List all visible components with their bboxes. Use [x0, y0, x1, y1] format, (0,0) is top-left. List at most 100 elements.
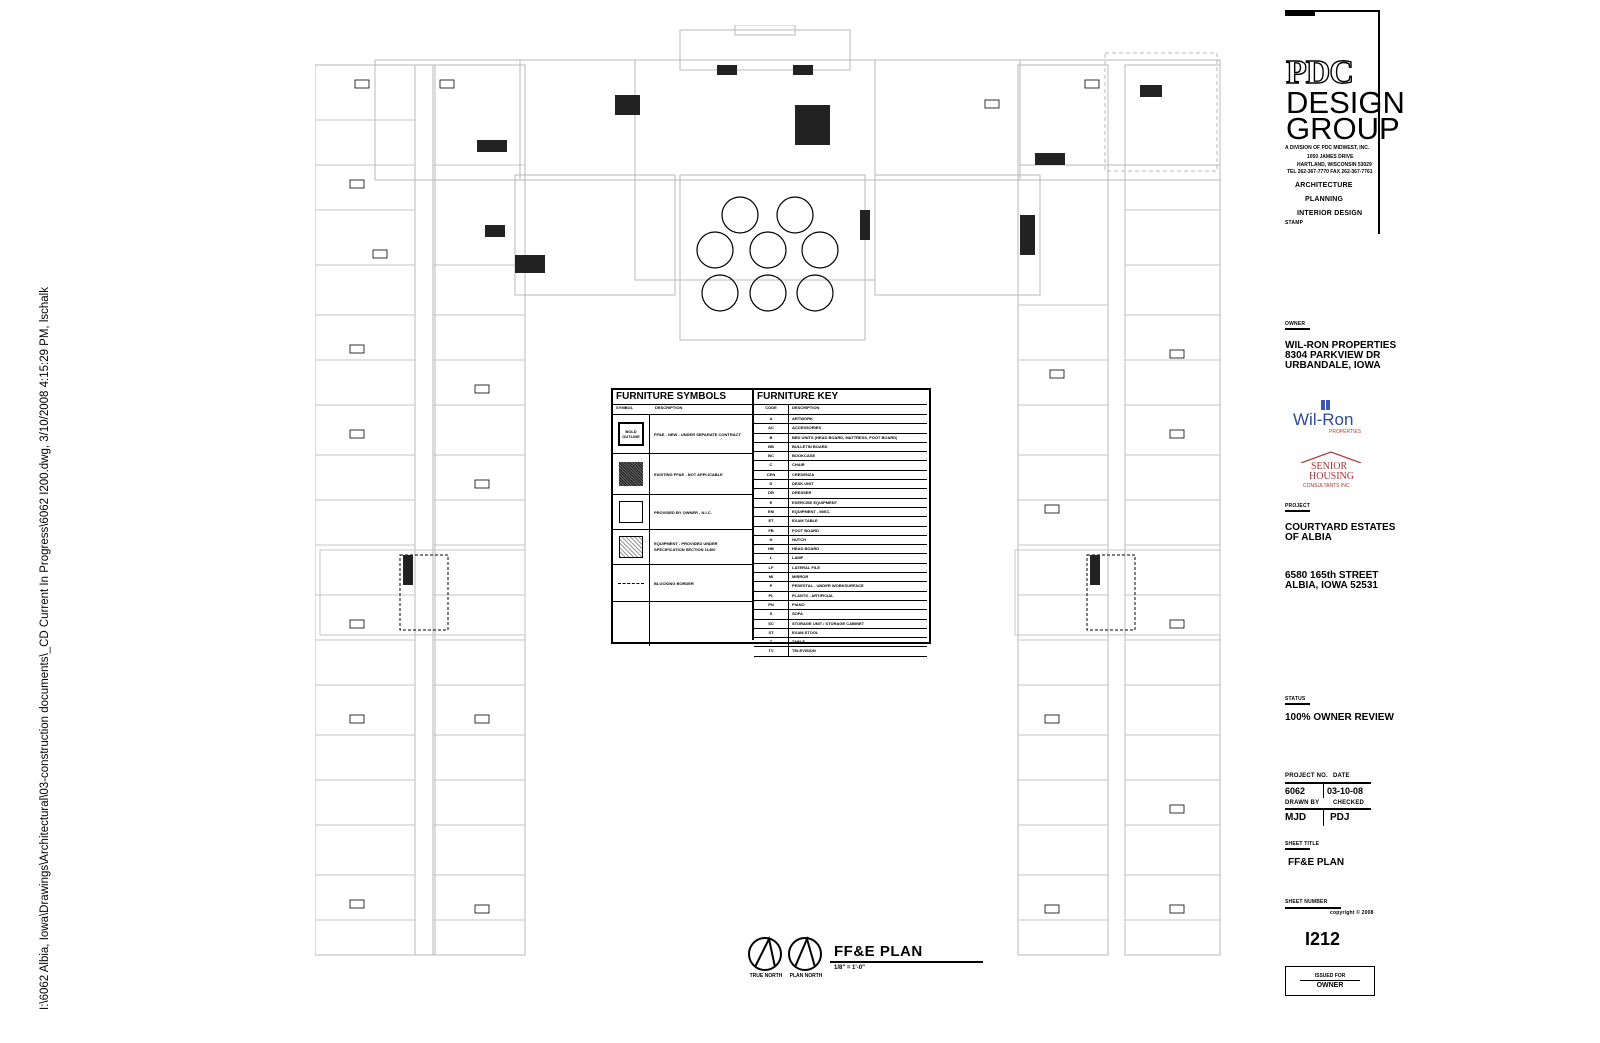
equipment-symbol: [619, 536, 643, 558]
legend-key-desc: EXAM STOOL: [792, 629, 819, 635]
senior-housing-logo: SENIOR HOUSING CONSULTANTS INC.: [1297, 450, 1365, 495]
plan-scale: 1/8" = 1'-0": [834, 965, 865, 971]
legend-symbol-desc: FF&E - NEW - UNDER SEPARATE CONTRACT: [654, 431, 741, 437]
legend-symbol-row-empty: [613, 602, 752, 646]
stamp-label: STAMP: [1285, 220, 1304, 226]
legend-key-code: ET: [754, 517, 789, 526]
legend-symbol-row: BLOCKING BORDER: [613, 565, 752, 602]
left-wing-outer: [314, 64, 436, 956]
legend-key-code: CEN: [754, 470, 789, 480]
legend-key-code: T: [754, 638, 789, 647]
legend-key-code: MI: [754, 573, 789, 582]
legend-key-desc: TABLE: [792, 639, 806, 645]
checked-value: PDJ: [1330, 812, 1350, 823]
project-address1: 6580 165th STREET: [1285, 570, 1379, 581]
activity-area: [874, 174, 1041, 296]
legend-key-desc: CHAIR: [792, 462, 805, 468]
legend-key-desc: MIRROR: [792, 574, 809, 580]
top-right-suite: [1019, 59, 1221, 181]
legend-key-desc: EXERCISE EQUIPMENT: [792, 499, 838, 505]
legend-key-desc: PLANTS - ARTIFICIAL: [792, 592, 834, 598]
legend-key-desc: ARTWORK: [792, 416, 813, 421]
issued-for-value: OWNER: [1300, 980, 1360, 989]
legend-key-code: C: [754, 461, 789, 470]
kitchen-area: [514, 174, 676, 296]
drawn-by-value: MJD: [1285, 812, 1307, 823]
legend-key-desc: FOOT BOARD: [792, 527, 819, 533]
legend-key-code: FB: [754, 526, 789, 535]
existing-hatch-symbol: [619, 462, 643, 486]
legend-symbol-row: BOLD OUTLINE FF&E - NEW - UNDER SEPARATE…: [613, 415, 752, 454]
owner-name: WIL-RON PROPERTIES: [1285, 340, 1397, 351]
true-north-label: TRUE NORTH: [749, 973, 783, 979]
dining-room: [679, 174, 866, 341]
firm-logo-frame: [1285, 10, 1380, 234]
legend-key-desc-header: DESCRIPTION: [792, 405, 820, 410]
right-wing-outer: [1124, 64, 1221, 956]
legend-symbol-row: EXISTING FF&E - NOT APPLICABLE: [613, 454, 752, 495]
legend-key-code: BC: [754, 452, 789, 461]
issued-for-box: ISSUED FOR OWNER: [1285, 966, 1375, 996]
legend-key-code: P: [754, 582, 789, 591]
legend-key-code: ST: [754, 628, 789, 638]
legend-key-code: D: [754, 480, 789, 489]
owner-provided-symbol: [619, 501, 643, 523]
legend-key-code: L: [754, 554, 789, 563]
project-name1: COURTYARD ESTATES: [1285, 522, 1396, 533]
legend-description-header: DESCRIPTION: [655, 405, 683, 410]
firm-service-interior: INTERIOR DESIGN: [1297, 210, 1363, 217]
file-path-label: I:\6062 Albia, Iowa\Drawings\Architectur…: [8, 225, 68, 1015]
left-wing-inner: [432, 64, 526, 956]
legend-symbol-desc: EQUIPMENT - PROVIDED UNDER SPECIFICATION…: [654, 541, 718, 552]
project-name2: OF ALBIA: [1285, 532, 1332, 543]
legend-key-desc: DESK UNIT: [792, 481, 814, 487]
legend-key-desc: CREDENZA: [792, 471, 815, 477]
sheet-number-value: I212: [1305, 929, 1341, 949]
owner-label: OWNER: [1285, 321, 1306, 327]
senior-housing-roof-icon: [1300, 451, 1362, 464]
legend-key-desc: STORAGE UNIT / STORAGE CABINET: [792, 620, 865, 626]
bold-outline-symbol: BOLD OUTLINE: [618, 422, 644, 446]
legend-key-desc: BULLETIN BOARD: [792, 443, 828, 449]
legend-key-desc: HEAD BOARD: [792, 546, 820, 552]
firm-name-line2: GROUP: [1286, 111, 1400, 146]
legend-key-code: A: [754, 415, 789, 424]
plan-north-label: PLAN NORTH: [789, 973, 823, 979]
legend-symbol-desc: PROVIDED BY OWNER - N.I.C.: [654, 509, 712, 515]
plan-title-block: FF&E PLAN 1/8" = 1'-0" TRUE NORTH PLAN N…: [745, 935, 990, 1015]
wil-ron-logo: Wil-Ron PROPERTIES: [1293, 400, 1363, 440]
porch-block: [679, 29, 851, 71]
date-label: DATE: [1333, 773, 1350, 779]
legend-key-code: SC: [754, 619, 789, 628]
status-label: STATUS: [1285, 696, 1306, 702]
senior-housing-logo-line2: HOUSING: [1309, 471, 1354, 482]
sheet-number-label: SHEET NUMBER: [1285, 899, 1328, 905]
file-path-text: I:\6062 Albia, Iowa\Drawings\Architectur…: [39, 287, 51, 1010]
issued-for-label: ISSUED FOR: [1314, 973, 1346, 979]
senior-housing-logo-line1: SENIOR: [1311, 461, 1348, 472]
checked-label: CHECKED: [1333, 800, 1365, 806]
title-block: PDC DESIGN GROUP A DIVISION OF PDC MIDWE…: [1285, 10, 1600, 1043]
top-right-dashed-area: [1104, 52, 1218, 172]
legend-key-desc: PIANO: [792, 601, 805, 607]
legend-code-header: CODE: [754, 405, 789, 414]
legend-symbol-header: SYMBOL: [616, 405, 634, 410]
legend-symbols-title: FURNITURE SYMBOLS: [613, 390, 752, 405]
sheet-title-value: FF&E PLAN: [1288, 857, 1345, 868]
north-arrows-icon: [748, 936, 983, 971]
legend-key-code: B: [754, 433, 789, 442]
blocking-border-symbol: [618, 582, 644, 584]
copyright-text: copyright © 2008: [1330, 910, 1374, 916]
